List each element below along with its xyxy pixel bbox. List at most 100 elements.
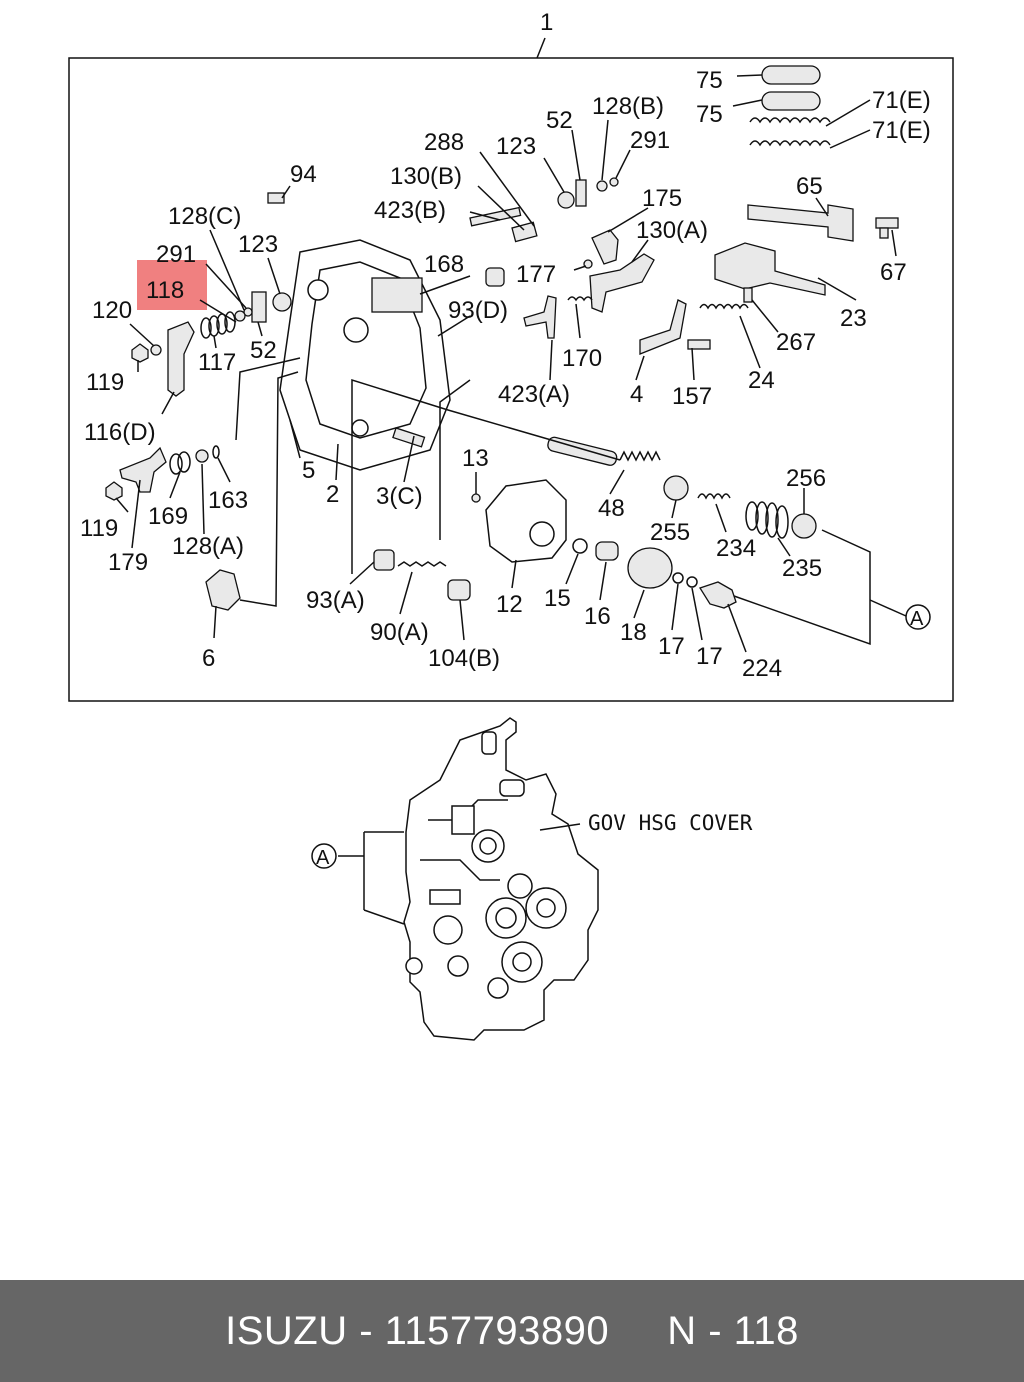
callout-130a[interactable]: 130(A) <box>636 217 708 244</box>
callout-423b[interactable]: 423(B) <box>374 197 446 224</box>
part-123-left-shape <box>272 292 292 312</box>
callout-255[interactable]: 255 <box>650 519 690 546</box>
part-179-shape <box>119 446 167 493</box>
callout-169[interactable]: 169 <box>148 503 188 530</box>
callout-177[interactable]: 177 <box>516 261 556 288</box>
part-128c-shape <box>234 310 246 322</box>
part-168-shape <box>485 267 505 287</box>
callout-119-upper[interactable]: 119 <box>86 369 124 396</box>
part-48-shaft-shape <box>547 436 661 466</box>
callout-6[interactable]: 6 <box>202 645 215 672</box>
part-170-shape <box>567 296 593 302</box>
callout-2[interactable]: 2 <box>326 481 339 508</box>
part-6-shape <box>205 569 241 611</box>
callout-170[interactable]: 170 <box>562 345 602 372</box>
callout-12[interactable]: 12 <box>496 591 523 618</box>
callout-168[interactable]: 168 <box>424 251 464 278</box>
callout-224[interactable]: 224 <box>742 655 782 682</box>
part-90a-shape <box>397 561 447 567</box>
part-52-upper-shape <box>575 179 587 207</box>
part-423b-shape <box>469 206 522 227</box>
callout-3c[interactable]: 3(C) <box>376 483 423 510</box>
callout-123-left[interactable]: 123 <box>238 231 278 258</box>
footer-callout: N - 118 <box>667 1308 799 1353</box>
callout-234[interactable]: 234 <box>716 535 756 562</box>
part-267-shape <box>743 287 753 303</box>
callout-128c[interactable]: 128(C) <box>168 203 241 230</box>
callout-67[interactable]: 67 <box>880 259 907 286</box>
callout-90a[interactable]: 90(A) <box>370 619 429 646</box>
callout-94[interactable]: 94 <box>290 161 317 188</box>
callout-423a[interactable]: 423(A) <box>498 381 570 408</box>
callout-71e-a[interactable]: 71(E) <box>872 87 931 114</box>
callout-52-upper[interactable]: 52 <box>546 107 573 134</box>
part-71-springs-shape <box>749 117 831 147</box>
part-93a-shape <box>373 549 395 571</box>
callout-71e-b[interactable]: 71(E) <box>872 117 931 144</box>
callout-16[interactable]: 16 <box>584 603 611 630</box>
part-423a-shape <box>523 295 557 339</box>
part-128a-shape <box>195 449 209 463</box>
callout-267[interactable]: 267 <box>776 329 816 356</box>
callout-15[interactable]: 15 <box>544 585 571 612</box>
callout-104b[interactable]: 104(B) <box>428 645 500 672</box>
part-16-shape <box>595 541 619 561</box>
callout-291-upper[interactable]: 291 <box>630 127 670 154</box>
callout-175[interactable]: 175 <box>642 185 682 212</box>
callout-179[interactable]: 179 <box>108 549 148 576</box>
part-75-shape <box>761 65 821 111</box>
footer-brand: ISUZU <box>225 1308 348 1353</box>
callout-123-upper[interactable]: 123 <box>496 133 536 160</box>
callout-17a[interactable]: 17 <box>658 633 685 660</box>
callout-65[interactable]: 65 <box>796 173 823 200</box>
callout-1[interactable]: 1 <box>540 9 553 36</box>
callout-116d[interactable]: 116(D) <box>84 419 156 446</box>
ref-a-marker-lower[interactable] <box>311 843 337 869</box>
part-235-shape <box>745 501 789 539</box>
callout-18[interactable]: 18 <box>620 619 647 646</box>
callout-75a[interactable]: 75 <box>696 67 723 94</box>
callout-235[interactable]: 235 <box>782 555 822 582</box>
callout-5[interactable]: 5 <box>302 457 315 484</box>
part-255-shape <box>663 475 689 501</box>
part-117-spring-shape <box>200 311 236 339</box>
part-12-shape <box>485 479 567 563</box>
part-104b-shape <box>447 579 471 601</box>
part-17b-shape <box>686 576 698 588</box>
part-256-shape <box>791 513 817 539</box>
callout-24[interactable]: 24 <box>748 367 775 394</box>
callout-130b[interactable]: 130(B) <box>390 163 462 190</box>
callout-118[interactable]: 118 <box>146 277 184 304</box>
callout-17b[interactable]: 17 <box>696 643 723 670</box>
part-15-shape <box>572 538 588 554</box>
callout-93a[interactable]: 93(A) <box>306 587 365 614</box>
callout-ref-a: A <box>910 608 924 630</box>
callout-48[interactable]: 48 <box>598 495 625 522</box>
callout-52-left[interactable]: 52 <box>250 337 277 364</box>
callout-157[interactable]: 157 <box>672 383 712 410</box>
callout-13[interactable]: 13 <box>462 445 489 472</box>
callout-288[interactable]: 288 <box>424 129 464 156</box>
part-3c-shape <box>392 427 426 448</box>
part-13-shape <box>471 493 481 503</box>
callout-119-lower[interactable]: 119 <box>80 515 118 542</box>
callout-93d[interactable]: 93(D) <box>448 297 508 324</box>
callout-256[interactable]: 256 <box>786 465 826 492</box>
callout-120[interactable]: 120 <box>92 297 132 324</box>
callout-163[interactable]: 163 <box>208 487 248 514</box>
ref-a-marker[interactable] <box>905 604 931 630</box>
callout-128b[interactable]: 128(B) <box>592 93 664 120</box>
part-130b-shape <box>511 221 538 243</box>
callout-4[interactable]: 4 <box>630 381 643 408</box>
callout-117[interactable]: 117 <box>198 349 236 376</box>
part-24-shape <box>699 303 749 310</box>
callout-23[interactable]: 23 <box>840 305 867 332</box>
part-175-shape <box>591 229 619 265</box>
part-4-shape <box>639 299 687 355</box>
footer-gap <box>609 1309 667 1354</box>
callout-128a[interactable]: 128(A) <box>172 533 244 560</box>
part-128b-shape <box>596 180 608 192</box>
callout-291-left[interactable]: 291 <box>156 241 196 268</box>
part-65-shape <box>747 204 854 242</box>
callout-75b[interactable]: 75 <box>696 101 723 128</box>
